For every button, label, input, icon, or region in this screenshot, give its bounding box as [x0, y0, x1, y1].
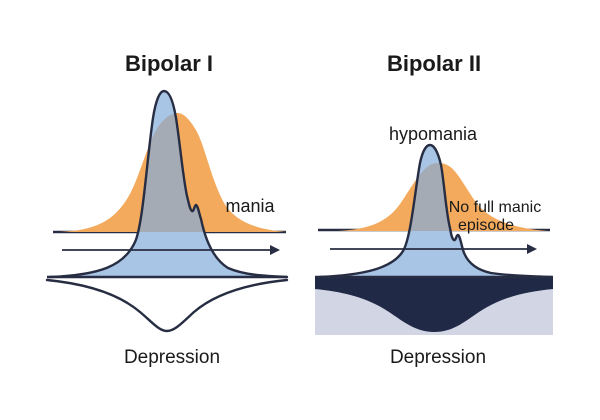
no-full-manic-annotation-line2: episode [458, 217, 514, 234]
depression-label-right: Depression [390, 347, 486, 368]
panel-bipolar-1: Bipolar I mania Depression [45, 51, 289, 368]
no-full-manic-annotation-line1: No full manic [449, 199, 541, 216]
panel-title-bipolar-2: Bipolar II [387, 51, 481, 76]
mood-curve-blue-outline-right [318, 143, 553, 279]
curve-overlap-region-right [338, 162, 548, 231]
mood-curve-blue-outline [48, 89, 289, 279]
panel-title-bipolar-1: Bipolar I [125, 51, 213, 76]
curve-overlap-region [60, 113, 286, 232]
time-arrowhead-icon-right [527, 244, 537, 254]
time-arrowhead-icon [270, 245, 280, 255]
depression-curve [45, 278, 289, 333]
depression-label-left: Depression [124, 347, 220, 368]
panel-bipolar-2: Bipolar II hypomania No full manic episo… [315, 51, 553, 368]
mania-label: mania [225, 196, 275, 216]
hypomania-label: hypomania [389, 124, 478, 144]
depression-fill [315, 278, 553, 332]
